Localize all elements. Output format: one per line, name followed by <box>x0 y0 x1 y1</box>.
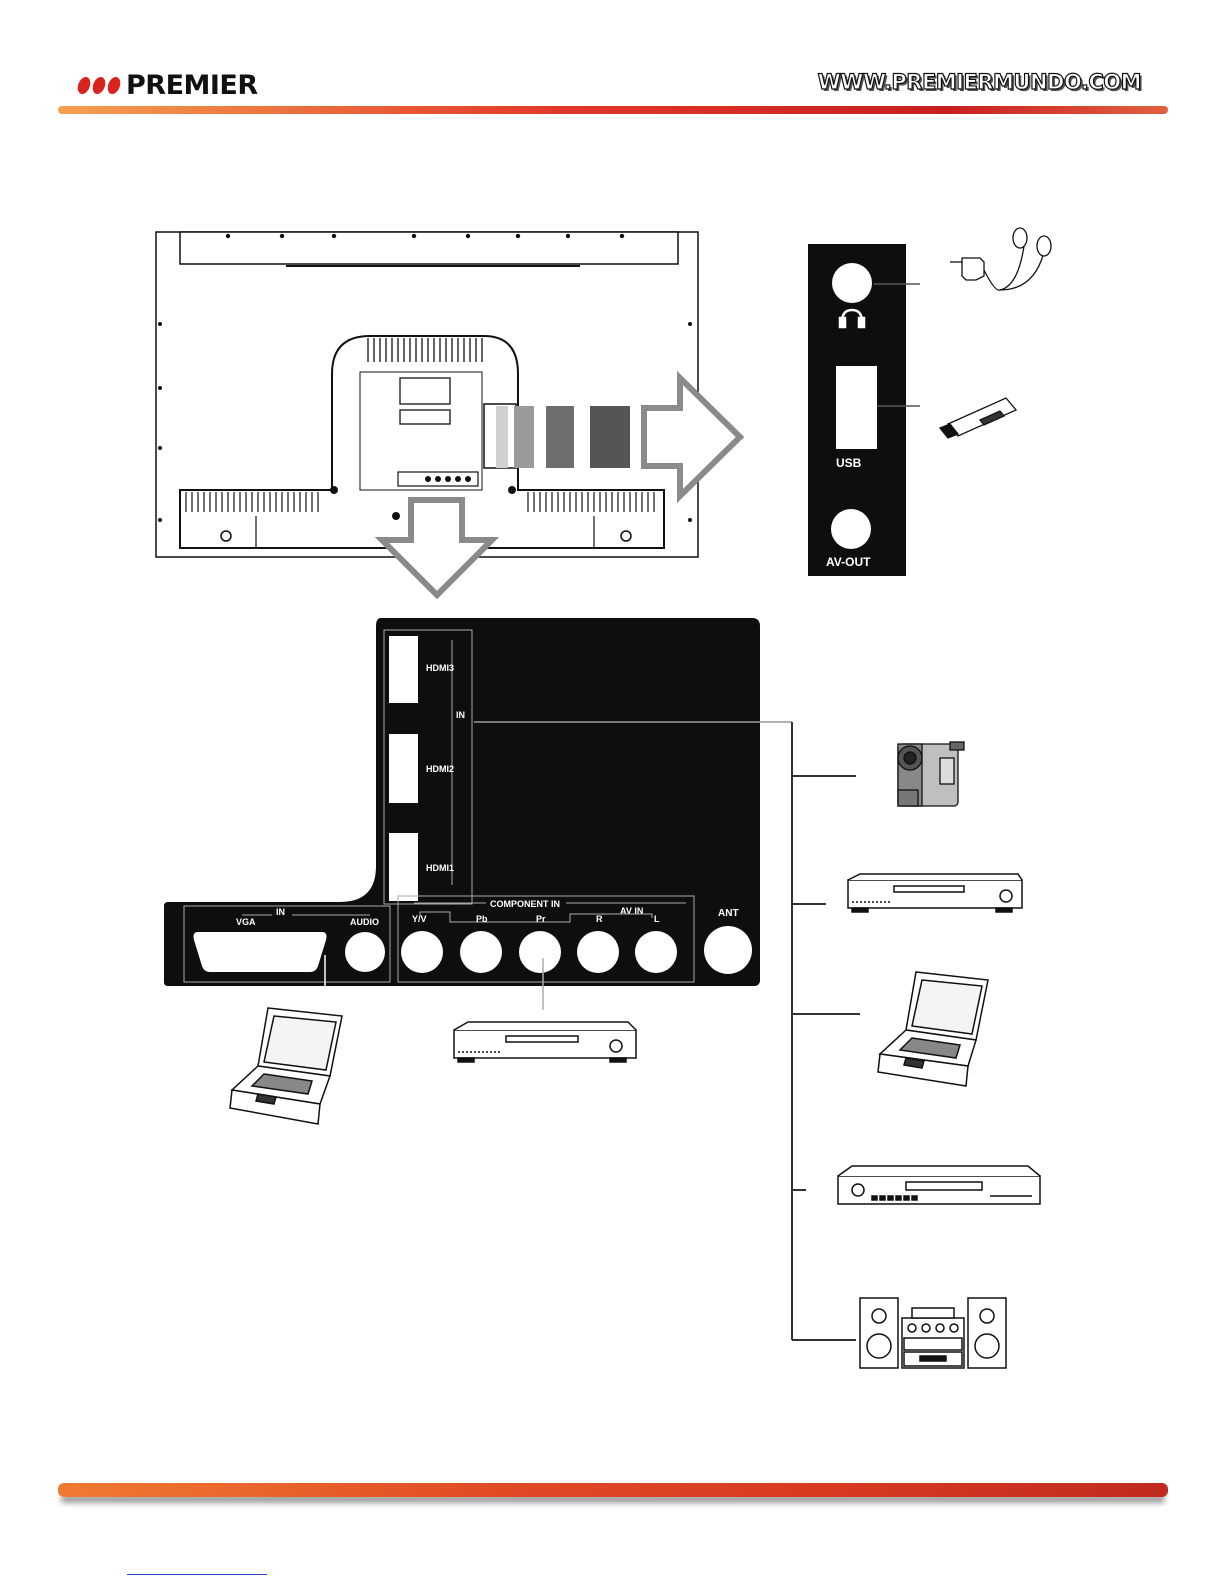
rear-connector-panel <box>164 618 760 986</box>
set-top-box-icon <box>838 1166 1040 1204</box>
pb-label: Pb <box>476 914 488 924</box>
vga-port <box>194 932 327 972</box>
laptop-left-icon <box>230 1008 342 1124</box>
camcorder-icon <box>898 742 964 806</box>
audio-label: AUDIO <box>350 917 379 927</box>
hdmi-in-label: IN <box>456 710 465 720</box>
audio-port <box>345 932 385 972</box>
dvd-player-icon <box>848 874 1022 912</box>
l-label: L <box>654 914 660 924</box>
antenna-port <box>704 926 752 974</box>
earphones-icon <box>950 228 1051 290</box>
footer-link-underline <box>127 1574 267 1575</box>
pr-label: Pr <box>536 914 546 924</box>
side-connector-panel <box>808 244 906 576</box>
hdmi-ports <box>389 636 418 901</box>
usb-stick-icon <box>940 398 1016 438</box>
stereo-system-icon <box>860 1298 1006 1368</box>
yv-label: Y/V <box>412 914 427 924</box>
r-label: R <box>596 914 603 924</box>
component-in-label: COMPONENT IN <box>490 899 560 909</box>
av-out-label: AV-OUT <box>826 555 871 569</box>
usb-label: USB <box>836 456 862 470</box>
dvd-player-bottom-icon <box>454 1022 636 1062</box>
footer-rule <box>58 1483 1168 1497</box>
hdmi2-label: HDMI2 <box>426 764 454 774</box>
right-arrow-icon <box>496 378 740 496</box>
vga-label: VGA <box>236 917 256 927</box>
hdmi1-label: HDMI1 <box>426 863 454 873</box>
laptop-right-icon <box>878 972 988 1086</box>
hdmi3-label: HDMI3 <box>426 663 454 673</box>
ant-label: ANT <box>718 908 739 919</box>
vga-in-label: IN <box>276 907 285 917</box>
